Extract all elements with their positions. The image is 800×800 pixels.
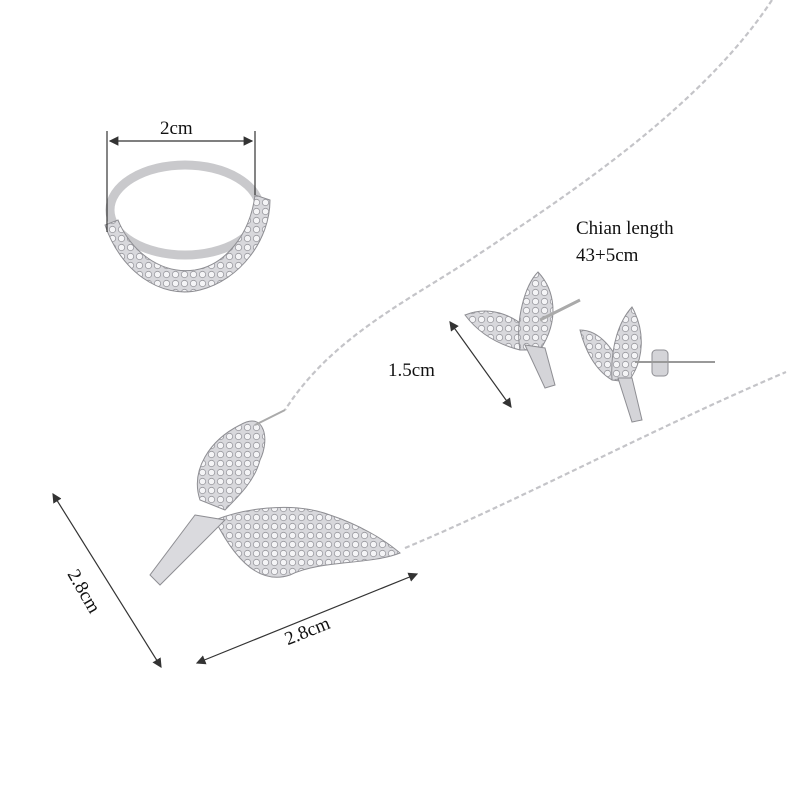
dimension-ring-width <box>106 131 256 232</box>
dimension-pendant-height <box>52 492 162 669</box>
dimension-earring-height <box>449 321 512 408</box>
necklace-chain-right <box>404 370 787 550</box>
chain-length-value: 43+5cm <box>576 245 639 266</box>
earring-right <box>579 306 715 423</box>
necklace-chain-left <box>284 0 773 411</box>
chain-length-title: Chian length <box>576 218 674 239</box>
earring-height-label: 1.5cm <box>388 360 435 381</box>
earring-left <box>464 271 581 389</box>
ring-width-label: 2cm <box>160 118 193 139</box>
dimension-pendant-width <box>195 572 419 665</box>
ring <box>104 160 271 293</box>
pendant <box>149 409 401 586</box>
